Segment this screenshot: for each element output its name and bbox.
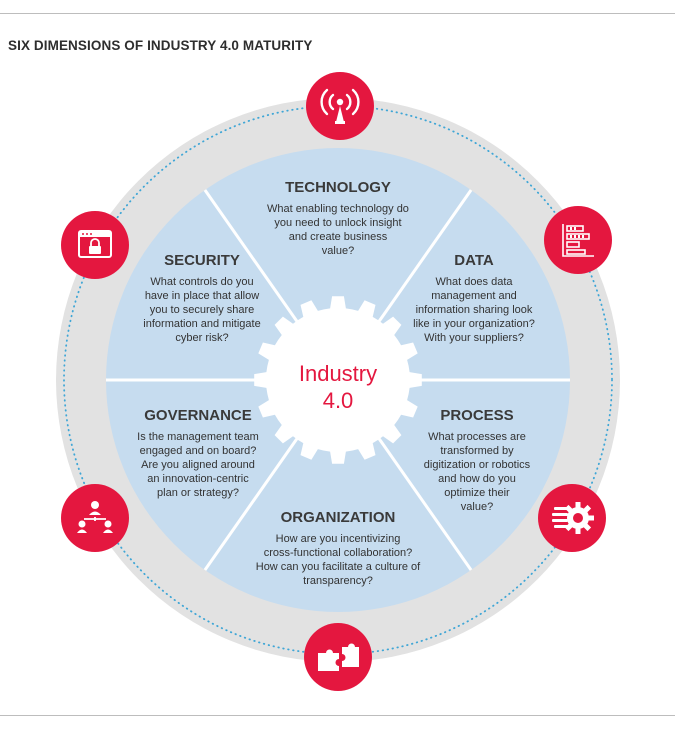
segment-data: DATA What does data management and infor… bbox=[413, 252, 535, 344]
puzzle-icon bbox=[304, 623, 372, 691]
segment-line: What controls do you bbox=[150, 276, 253, 288]
segment-line: and create business bbox=[289, 231, 388, 243]
segment-line: optimize their bbox=[444, 487, 510, 499]
segment-line: What enabling technology do bbox=[267, 203, 409, 215]
segment-divider bbox=[203, 189, 300, 324]
segment-line: have in place that allow bbox=[145, 290, 259, 302]
segment-line: and how do you bbox=[438, 473, 516, 485]
segment-line: an innovation-centric bbox=[147, 473, 249, 485]
segment-line: engaged and on board? bbox=[140, 445, 257, 457]
segment-line: What does data bbox=[435, 276, 513, 288]
segment-divider bbox=[203, 436, 300, 571]
segment-divider bbox=[376, 436, 473, 571]
segment-line: How can you facilitate a culture of bbox=[256, 561, 421, 573]
segment-line: What processes are bbox=[428, 431, 526, 443]
center-gear bbox=[254, 296, 422, 464]
segment-line: transformed by bbox=[440, 445, 514, 457]
center-line-1: Industry bbox=[299, 361, 377, 386]
segment-line: plan or strategy? bbox=[157, 487, 239, 499]
segment-governance: GOVERNANCE Is the management team engage… bbox=[137, 407, 259, 499]
segment-line: Is the management team bbox=[137, 431, 259, 443]
segment-line: value? bbox=[461, 501, 493, 513]
segment-line: How are you incentivizing bbox=[276, 533, 401, 545]
segment-divider bbox=[376, 189, 473, 324]
segment-process: PROCESS What processes are transformed b… bbox=[424, 407, 531, 513]
data-list-icon bbox=[544, 206, 612, 274]
wireless-antenna-icon bbox=[306, 72, 374, 140]
segment-line: information sharing look bbox=[416, 304, 533, 316]
org-hierarchy-icon bbox=[61, 484, 129, 552]
segment-line: information and mitigate bbox=[143, 318, 260, 330]
segment-title: GOVERNANCE bbox=[144, 407, 252, 424]
segment-line: you to securely share bbox=[150, 304, 255, 316]
segment-line: cyber risk? bbox=[175, 332, 228, 344]
bottom-divider bbox=[0, 715, 675, 716]
segment-line: value? bbox=[322, 245, 354, 257]
segment-organization: ORGANIZATION How are you incentivizing c… bbox=[256, 509, 421, 587]
segment-title: DATA bbox=[454, 252, 494, 269]
segment-line: like in your organization? bbox=[413, 318, 535, 330]
segment-title: PROCESS bbox=[440, 407, 513, 424]
segment-line: With your suppliers? bbox=[424, 332, 524, 344]
segment-title: TECHNOLOGY bbox=[285, 179, 391, 196]
robot-gear-icon bbox=[538, 484, 606, 552]
page-title: SIX DIMENSIONS OF INDUSTRY 4.0 MATURITY bbox=[8, 38, 313, 53]
segment-title: ORGANIZATION bbox=[281, 509, 396, 526]
segment-security: SECURITY What controls do you have in pl… bbox=[143, 252, 260, 344]
segment-dividers bbox=[106, 189, 570, 571]
segment-line: cross-functional collaboration? bbox=[264, 547, 413, 559]
segment-technology: TECHNOLOGY What enabling technology do y… bbox=[267, 179, 409, 257]
segment-line: digitization or robotics bbox=[424, 459, 531, 471]
segment-line: management and bbox=[431, 290, 517, 302]
segment-line: transparency? bbox=[303, 575, 373, 587]
secure-browser-icon bbox=[61, 211, 129, 279]
segment-line: Are you aligned around bbox=[141, 459, 255, 471]
segment-line: you need to unlock insight bbox=[274, 217, 401, 229]
center-line-2: 4.0 bbox=[323, 388, 354, 413]
top-divider bbox=[0, 13, 675, 14]
segment-title: SECURITY bbox=[164, 252, 240, 269]
